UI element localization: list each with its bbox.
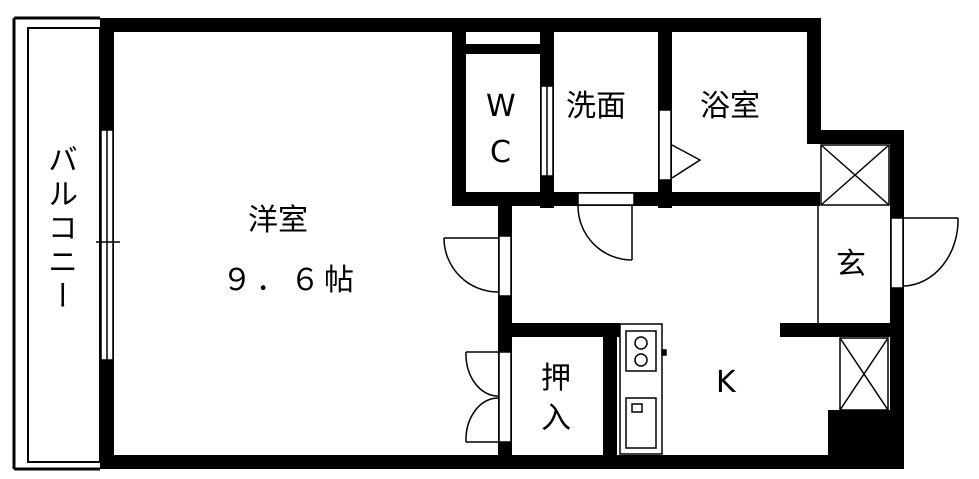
wall-closet-right: [603, 323, 617, 469]
shoe-cabinet-upper: [820, 144, 890, 206]
wall-right-upper: [807, 18, 821, 138]
entrance-label: 玄: [836, 247, 866, 282]
balcony-outline: [27, 27, 101, 463]
closet-doors: [465, 351, 512, 443]
closet-label-top: 押: [541, 361, 571, 396]
balcony-window: [96, 129, 120, 361]
entrance-door: [890, 217, 959, 289]
wall-kitchen-top: [780, 323, 904, 337]
balcony-label: バルコニー: [42, 144, 77, 314]
kitchen-label: K: [716, 365, 736, 400]
wall-corridor-bottom: [498, 323, 620, 337]
bathroom-door: [658, 109, 702, 181]
stove: [625, 330, 657, 372]
wall-entry-top: [807, 130, 902, 144]
wall-right-lower: [890, 130, 904, 469]
bathroom-label: 浴室: [700, 89, 760, 124]
wall-wc-left: [452, 18, 466, 206]
western-room-label: 洋室: [248, 203, 308, 238]
wc-sliding-door: [540, 85, 554, 177]
wc-label-bottom: C: [490, 135, 511, 170]
kitchen-counter: [619, 323, 667, 455]
washroom-label: 洗面: [566, 89, 626, 124]
storage-cabinet-lower: [839, 337, 889, 411]
wall-pillar: [828, 410, 904, 469]
wall-wet-bottom: [452, 192, 820, 206]
western-room-door: [443, 235, 512, 297]
sink: [625, 397, 657, 449]
wall-wc-shelf: [452, 44, 547, 54]
washroom-door: [577, 192, 635, 261]
western-room-size: ９．６帖: [222, 263, 358, 298]
wc-label-top: W: [486, 89, 516, 124]
closet-label-bottom: 入: [541, 401, 571, 436]
